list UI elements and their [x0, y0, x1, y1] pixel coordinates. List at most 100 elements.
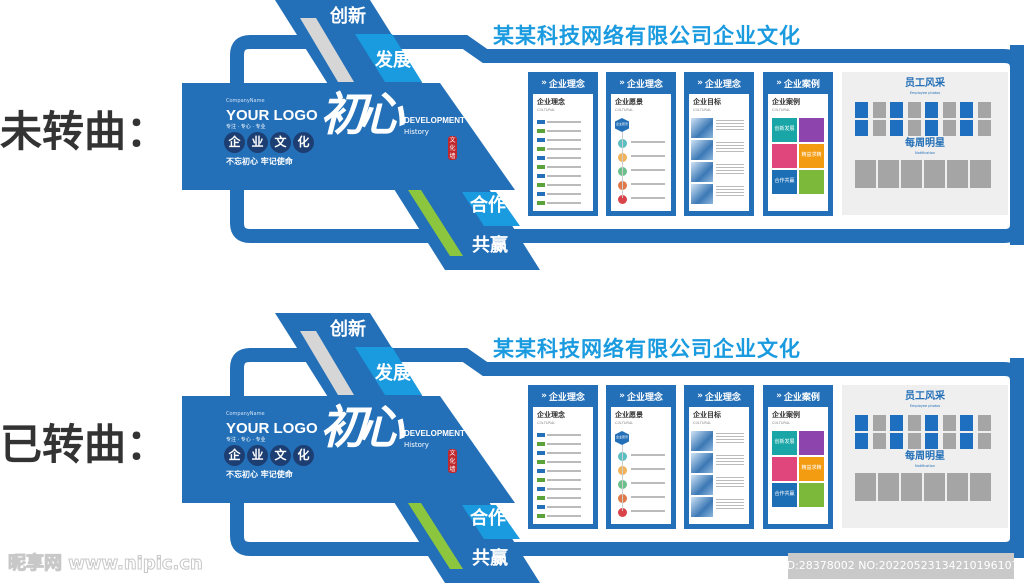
card-subtitle: CULTURAL — [537, 108, 556, 112]
motto: 不忘初心 牢记使命 — [226, 470, 293, 479]
card-subtitle: CULTURAL — [772, 108, 791, 112]
list-row — [537, 192, 581, 196]
watermark-id: ID:28378002 NO:20220523134210196107 — [783, 553, 1019, 579]
slogan-cooperation: 合作 — [470, 508, 506, 529]
card-title: 企业案例 — [772, 411, 800, 419]
star-photo — [970, 160, 991, 188]
company-title: 某某科技网络有限公司企业文化 — [493, 24, 801, 48]
card-body: 企业愿景 CULTURAL 企业愿景 — [611, 407, 671, 524]
wall-right-edge — [1010, 358, 1024, 558]
card-title: 企业理念 — [537, 411, 565, 419]
case-tile — [799, 431, 824, 455]
text-block — [716, 186, 744, 198]
card-header-label: 企业理念 — [626, 79, 663, 90]
card-subtitle: CULTURAL — [693, 108, 712, 112]
culture-chars: 企业文化 — [224, 445, 314, 466]
vision-badge: 企业愿景 — [615, 431, 629, 445]
slogan-development: 发展 — [375, 363, 411, 384]
card-header: »企业理念 — [528, 75, 598, 91]
employee-photo — [890, 102, 903, 118]
slogan-cooperation: 合作 — [470, 195, 506, 216]
culture-char: 企 — [224, 445, 245, 466]
light-blue-stripe — [462, 192, 520, 226]
card-header: »企业理念 — [684, 75, 754, 91]
case-tile — [772, 144, 797, 168]
company-name: CompanyName — [226, 98, 265, 104]
slogan-development: 发展 — [375, 50, 411, 71]
card-header: »企业理念 — [606, 75, 676, 91]
building-photo — [691, 475, 713, 495]
gallery-title: 员工风采 — [905, 391, 945, 402]
star-photo — [901, 160, 922, 188]
employee-photo — [855, 102, 868, 118]
employee-photo — [907, 120, 921, 136]
card-title: 企业目标 — [693, 411, 721, 419]
card-body: 企业理念 CULTURAL — [533, 407, 593, 524]
card-title: 企业愿景 — [615, 411, 643, 419]
employee-photo — [960, 102, 973, 118]
case-tile: 合作共赢 — [772, 170, 797, 194]
text-block — [716, 455, 744, 467]
employee-photo — [907, 102, 921, 118]
list-row — [537, 469, 581, 473]
info-card: »企业理念 企业理念 CULTURAL — [528, 72, 598, 216]
card-title: 企业案例 — [772, 98, 800, 106]
gallery-subtitle: Employee photos — [909, 404, 941, 408]
list-row — [537, 129, 581, 133]
list-row — [537, 138, 581, 142]
case-tile: 合作共赢 — [772, 483, 797, 507]
employee-photo — [907, 433, 921, 449]
culture-char: 文 — [270, 445, 291, 466]
star-photo — [878, 160, 899, 188]
text-line — [631, 510, 665, 512]
list-row — [537, 156, 581, 160]
star-photo — [947, 160, 968, 188]
text-line — [631, 197, 665, 199]
text-line — [631, 496, 665, 498]
history-text: History — [404, 128, 429, 136]
card-header-label: 企业案例 — [783, 79, 820, 90]
employee-photo — [942, 102, 956, 118]
double-chevron-icon: » — [776, 391, 782, 401]
logo-text: YOUR LOGO — [226, 420, 318, 437]
wall-label: 已转曲： — [0, 420, 169, 469]
employee-photo — [942, 433, 956, 449]
card-title: 企业理念 — [537, 98, 565, 106]
card-header-label: 企业理念 — [704, 79, 741, 90]
banner-shape — [182, 83, 515, 190]
building-photo — [691, 184, 713, 204]
list-row — [537, 174, 581, 178]
list-row — [537, 183, 581, 187]
text-block — [716, 164, 744, 176]
culture-char: 企 — [224, 132, 245, 153]
culture-char: 文 — [270, 132, 291, 153]
double-chevron-icon: » — [541, 391, 547, 401]
banner-shape — [182, 396, 515, 503]
building-photo — [691, 118, 713, 138]
wall-label: 未转曲： — [0, 107, 169, 156]
case-tile — [799, 118, 824, 142]
star-title: 每周明星 — [905, 138, 945, 149]
list-row — [537, 487, 581, 491]
star-photo — [924, 473, 945, 501]
card-body: 企业目标 CULTURAL — [689, 407, 749, 524]
card-body: 企业愿景 CULTURAL 企业愿景 — [611, 94, 671, 211]
card-header-label: 企业案例 — [783, 392, 820, 403]
gallery-subtitle: Employee photos — [909, 91, 941, 95]
company-name: CompanyName — [226, 411, 265, 417]
info-card: » 企业理念 企业理念 CULTURAL — [528, 385, 598, 529]
star-photo — [878, 473, 899, 501]
connector-line — [622, 445, 623, 511]
star-photo — [947, 473, 968, 501]
card-body: 企业理念 CULTURAL — [533, 94, 593, 211]
seal-stamp: 文化墙 — [448, 136, 457, 160]
double-chevron-icon: » — [619, 391, 625, 401]
case-tile: 精益求精 — [799, 144, 824, 168]
culture-char: 业 — [247, 445, 268, 466]
employee-photo — [977, 102, 991, 118]
card-subtitle: CULTURAL — [537, 421, 556, 425]
employee-photo — [925, 433, 938, 449]
light-blue-stripe — [462, 505, 520, 539]
text-block — [716, 142, 744, 154]
